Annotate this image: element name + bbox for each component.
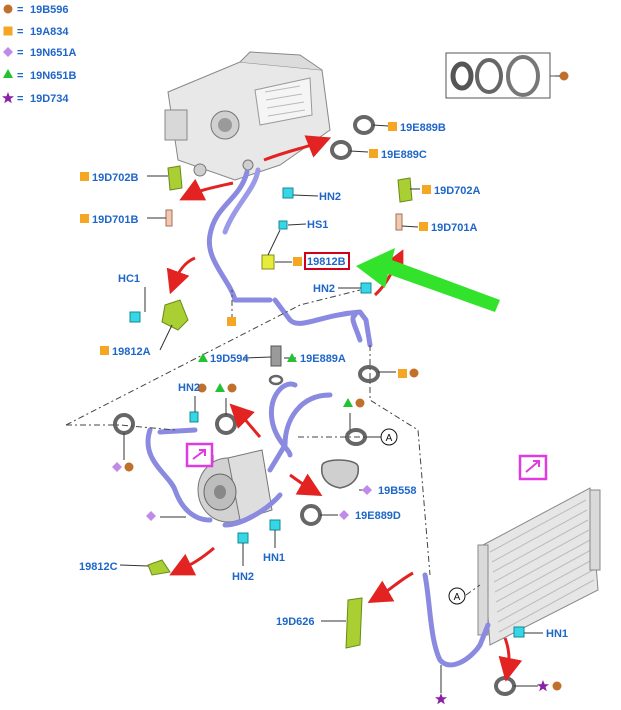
circle-icon [355,398,365,408]
square-icon [227,317,236,326]
label-19812B: 19812B [307,256,346,268]
circle-icon [3,4,13,14]
star-icon [435,693,447,705]
legend-code-19D734: 19D734 [30,93,69,105]
diamond-icon [146,511,156,521]
circle-icon [409,368,419,378]
square-icon [422,185,431,194]
label-HN2-mid: HN2 [313,283,335,295]
callout-boxes [185,442,548,481]
legend: = 19B596 = 19A834 = 19N651A = 19N651B = … [2,4,77,105]
legend-code-19B596: 19B596 [30,4,69,16]
square-icon [80,172,89,181]
label-19D701B: 19D701B [92,214,139,226]
label-HS1: HS1 [307,219,328,231]
label-19E889B: 19E889B [400,122,446,134]
diamond-icon [339,510,349,520]
part-labels: 19E889B 19E889C 19D702B 19D701B HN2 HS1 … [79,122,568,640]
legend-eq-3: = [17,47,23,59]
label-19E889D: 19E889D [355,510,401,522]
reference-circles: A A [380,428,466,605]
circle-icon [197,383,207,393]
diamond-icon [362,485,372,495]
o-rings [113,115,516,696]
square-icon [3,26,13,36]
legend-eq-2: = [17,26,23,38]
label-19D702A: 19D702A [434,185,481,197]
refrigerant-pipes [145,167,491,668]
triangle-icon [343,398,353,407]
diamond-icon [3,47,13,57]
square-icon [80,214,89,223]
hvac-housing [164,51,331,181]
label-19812C: 19812C [79,561,118,573]
label-19D701A: 19D701A [431,222,478,234]
ref-a-lower: A [454,592,461,603]
triangle-icon [287,353,297,362]
star-icon [537,680,549,692]
part-symbols [80,122,562,705]
highlight-19812b [304,252,350,270]
seal-kit-box [445,52,569,99]
square-icon [293,257,302,266]
circle-icon [559,71,569,81]
square-icon [419,222,428,231]
label-HN1-right: HN1 [546,628,568,640]
legend-eq-1: = [17,4,23,16]
square-icon [100,346,109,355]
label-19D702B: 19D702B [92,172,139,184]
circle-icon [552,681,562,691]
label-HN2-left: HN2 [178,382,200,394]
square-icon [369,149,378,158]
label-HN1-left: HN1 [263,552,285,564]
label-HN2-bottom: HN2 [232,571,254,583]
legend-code-19A834: 19A834 [30,26,69,38]
legend-code-19N651A: 19N651A [30,47,77,59]
label-HN2-top: HN2 [319,191,341,203]
condenser [477,487,601,646]
label-19E889A: 19E889A [300,353,346,365]
label-19D594: 19D594 [210,353,249,365]
big-green-arrow [356,248,500,312]
assembly-lines [65,289,481,596]
label-19E889C: 19E889C [381,149,427,161]
circle-icon [124,462,134,472]
triangle-icon [3,69,13,78]
hex-nuts [129,187,525,638]
square-icon [398,369,407,378]
legend-eq-4: = [17,70,23,82]
label-19B558: 19B558 [378,485,417,497]
square-icon [388,122,397,131]
label-19812A: 19812A [112,346,151,358]
star-icon [2,92,14,104]
compressor [197,449,273,523]
circle-icon [227,383,237,393]
bracket-parts [147,165,413,649]
legend-code-19N651B: 19N651B [30,70,77,82]
triangle-icon [215,383,225,392]
diamond-icon [112,462,122,472]
label-19D626: 19D626 [276,616,315,628]
triangle-icon [198,353,208,362]
ref-a-upper: A [386,433,393,444]
legend-eq-5: = [17,93,23,105]
label-HC1: HC1 [118,273,140,285]
